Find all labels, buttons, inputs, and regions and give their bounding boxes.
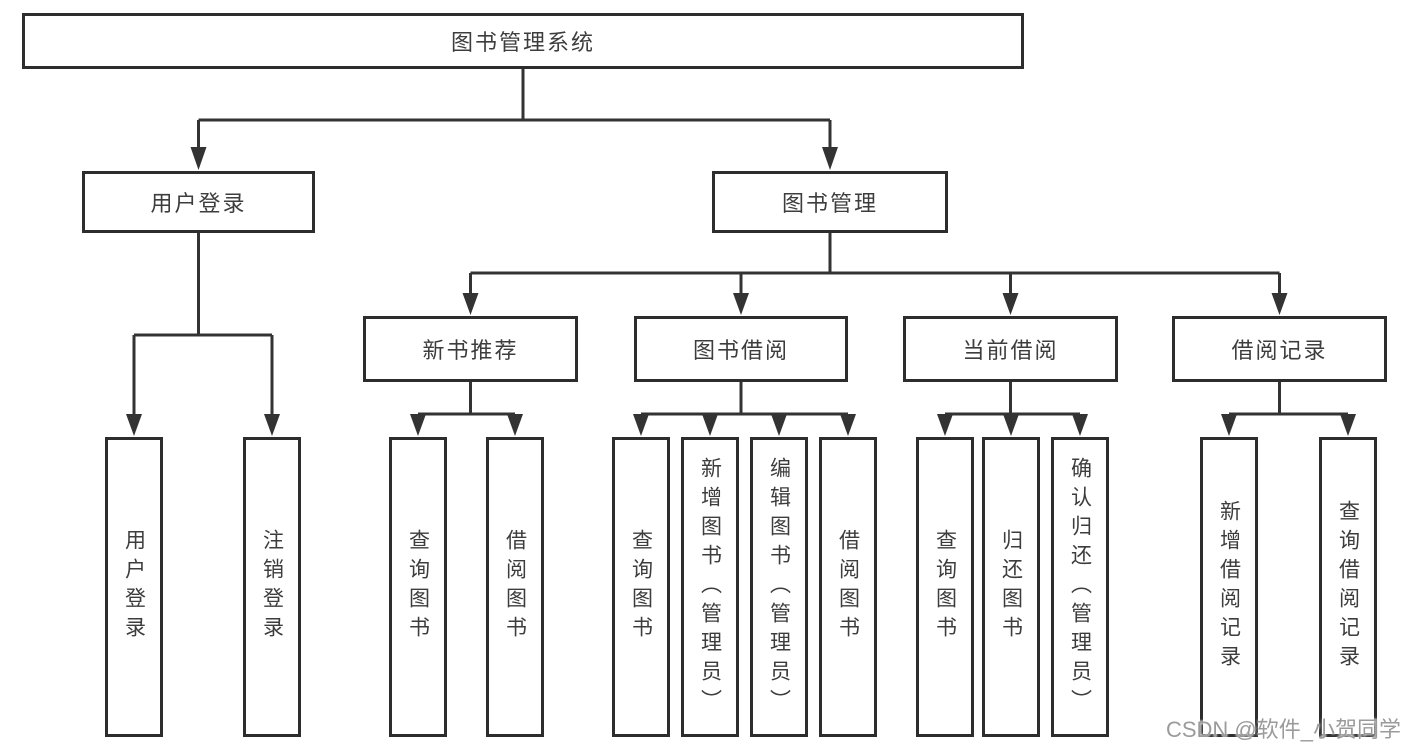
leaf-query-borrow-record-label: 查询借阅记录 <box>1336 500 1360 674</box>
leaf-add-borrow-record-label: 新增借阅记录 <box>1217 500 1241 674</box>
leaf-add-book-admin: 新增图书（管理员） <box>681 437 739 737</box>
leaf-add-book-admin-label: 新增图书（管理员） <box>698 456 722 718</box>
node-user-login-label: 用户登录 <box>150 191 247 216</box>
node-current-borrow: 当前借阅 <box>903 316 1118 382</box>
leaf-recommend-query-book: 查询图书 <box>389 437 447 737</box>
node-library-system: 图书管理系统 <box>22 13 1024 69</box>
leaf-confirm-return-admin-label: 确认归还（管理员） <box>1068 456 1092 718</box>
leaf-logout-label: 注销登录 <box>260 529 284 645</box>
leaf-borrow-query-book-label: 查询图书 <box>629 529 653 645</box>
node-book-management: 图书管理 <box>712 171 948 233</box>
node-current-borrow-label: 当前借阅 <box>962 338 1059 363</box>
connector-strokes <box>132 69 1350 419</box>
arrowheads <box>126 147 1356 436</box>
leaf-current-query-book: 查询图书 <box>916 437 974 737</box>
leaf-recommend-query-book-label: 查询图书 <box>406 529 430 645</box>
leaf-user-login-label: 用户登录 <box>122 529 146 645</box>
node-library-system-label: 图书管理系统 <box>450 30 595 55</box>
node-new-book-recommend: 新书推荐 <box>363 316 578 382</box>
leaf-current-query-book-label: 查询图书 <box>933 529 957 645</box>
leaf-borrow-query-book: 查询图书 <box>612 437 670 737</box>
node-user-login: 用户登录 <box>82 171 315 233</box>
leaf-logout: 注销登录 <box>243 437 301 737</box>
leaf-confirm-return-admin: 确认归还（管理员） <box>1051 437 1109 737</box>
leaf-user-login: 用户登录 <box>105 437 163 737</box>
leaf-query-borrow-record: 查询借阅记录 <box>1319 437 1377 737</box>
node-borrow-record: 借阅记录 <box>1172 316 1387 382</box>
leaf-edit-book-admin-label: 编辑图书（管理员） <box>767 456 791 718</box>
leaf-borrow-book: 借阅图书 <box>819 437 877 737</box>
node-book-borrow-label: 图书借阅 <box>692 338 789 363</box>
node-book-management-label: 图书管理 <box>781 191 878 216</box>
leaf-return-book-label: 归还图书 <box>999 529 1023 645</box>
node-borrow-record-label: 借阅记录 <box>1231 338 1328 363</box>
leaf-recommend-borrow-book: 借阅图书 <box>486 437 544 737</box>
leaf-borrow-book-label: 借阅图书 <box>836 529 860 645</box>
leaf-add-borrow-record: 新增借阅记录 <box>1200 437 1258 737</box>
node-book-borrow: 图书借阅 <box>634 316 848 382</box>
leaf-return-book: 归还图书 <box>982 437 1040 737</box>
node-new-book-recommend-label: 新书推荐 <box>422 338 519 363</box>
leaf-edit-book-admin: 编辑图书（管理员） <box>750 437 808 737</box>
leaf-recommend-borrow-book-label: 借阅图书 <box>503 529 527 645</box>
csdn-watermark: CSDN @软件_小贺同学 <box>1165 717 1401 742</box>
